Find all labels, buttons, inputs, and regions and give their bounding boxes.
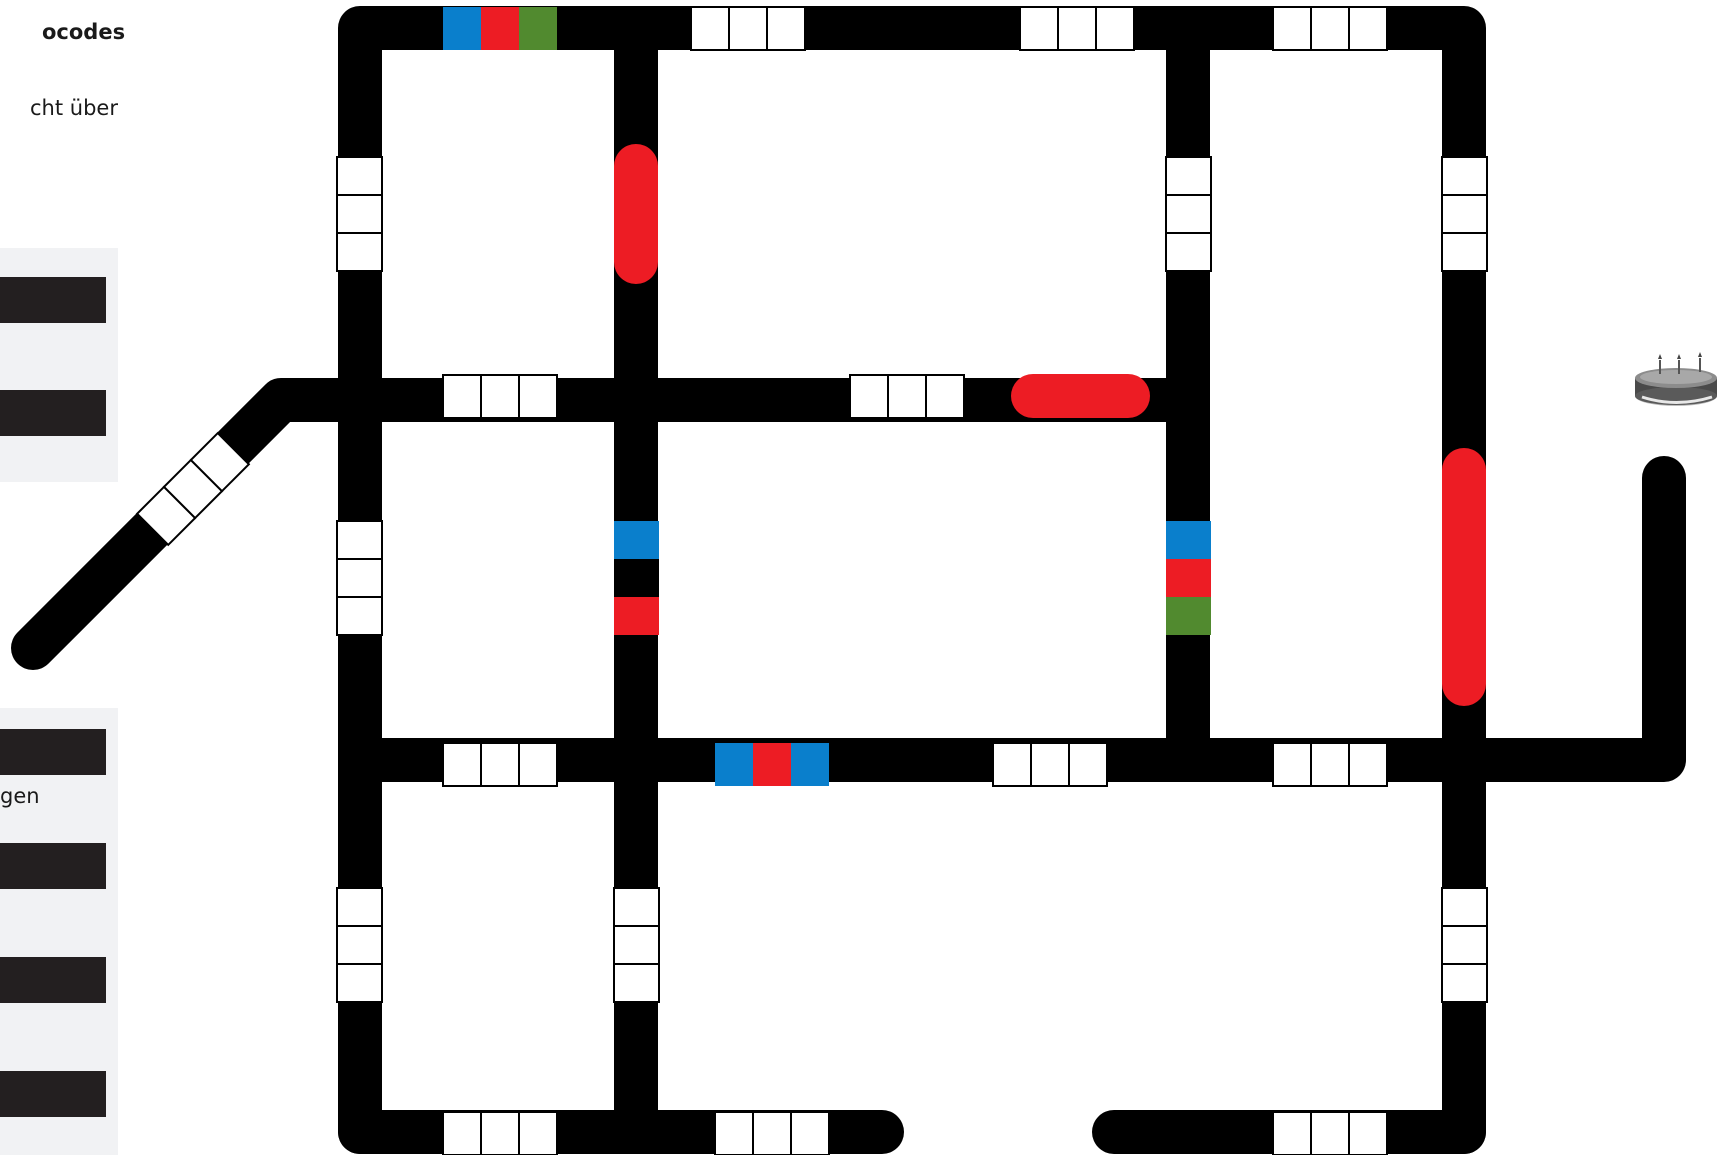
code-strip-center-vertical xyxy=(614,521,659,635)
card-slot-group[interactable] xyxy=(715,1112,829,1155)
card-slots-horizontal xyxy=(443,7,1387,1155)
red-obstacles xyxy=(636,166,1464,684)
card-slot-group[interactable] xyxy=(1273,1112,1387,1155)
code-strip-top-left xyxy=(443,7,557,50)
card-slot-group[interactable] xyxy=(1166,157,1211,271)
card-slot-group[interactable] xyxy=(1020,7,1134,50)
card-slot-group[interactable] xyxy=(850,375,964,418)
code-cell-red xyxy=(481,7,519,50)
code-cell-blue xyxy=(614,521,659,559)
card-slot-group[interactable] xyxy=(1442,888,1487,1002)
card-slot-group[interactable] xyxy=(443,375,557,418)
code-cell-black xyxy=(614,559,659,597)
code-cell-blue xyxy=(1166,521,1211,559)
code-cell-blue xyxy=(791,743,829,786)
code-cell-blue xyxy=(443,7,481,50)
card-slot-group[interactable] xyxy=(443,1112,557,1155)
card-slot-group[interactable] xyxy=(1273,7,1387,50)
card-slot-group[interactable] xyxy=(337,157,382,271)
code-cell-blue xyxy=(715,743,753,786)
card-slot-group[interactable] xyxy=(614,888,659,1002)
card-slot-group-diagonal[interactable] xyxy=(137,433,249,545)
card-slot-group[interactable] xyxy=(993,743,1107,786)
code-cell-red xyxy=(1166,559,1211,597)
track-outer xyxy=(360,28,1464,1132)
card-slot-group[interactable] xyxy=(337,888,382,1002)
code-cell-red xyxy=(753,743,791,786)
code-cell-red xyxy=(614,597,659,635)
code-strip-right-vertical xyxy=(1166,521,1211,635)
card-slot-group[interactable] xyxy=(337,521,382,635)
card-slot-group[interactable] xyxy=(443,743,557,786)
code-strip-bottom-middle xyxy=(715,743,829,786)
card-slot-group[interactable] xyxy=(691,7,805,50)
track-middle-horizontal xyxy=(33,400,1188,648)
card-slots-vertical xyxy=(337,157,1487,1002)
card-slot-group[interactable] xyxy=(1442,157,1487,271)
code-cell-green xyxy=(519,7,557,50)
card-slot-group[interactable] xyxy=(1273,743,1387,786)
track-lines xyxy=(33,28,1664,1132)
birthday-cake-icon xyxy=(1632,350,1717,414)
code-cell-green xyxy=(1166,597,1211,635)
